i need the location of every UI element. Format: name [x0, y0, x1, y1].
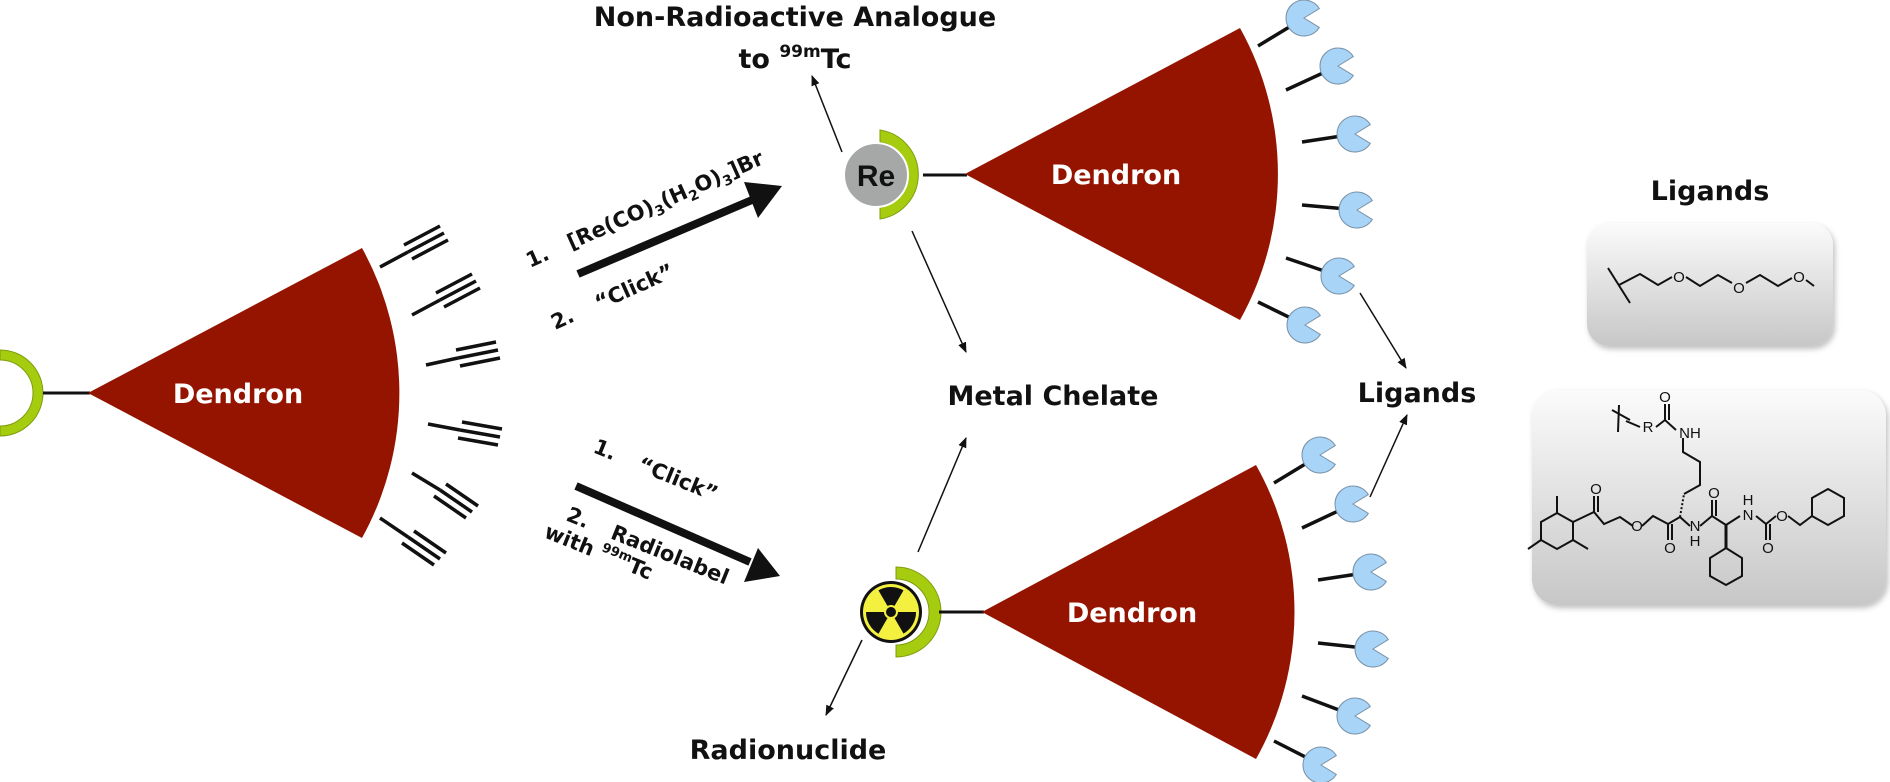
reaction-arrow-top: 1. [Re(CO)3(H2O)3]Br 2. “Click”	[522, 146, 782, 335]
ligands-label: Ligands	[1358, 378, 1477, 409]
peptide-ligand-card: O R NH O O O N H O H N O O	[1527, 389, 1886, 605]
alkyne-icon	[411, 272, 481, 317]
dendron-label-top: Dendron	[1051, 160, 1181, 191]
pointer-arrows	[811, 75, 1408, 716]
atom-o: O	[1659, 389, 1671, 406]
alkyne-icon	[427, 420, 503, 447]
ligand-pacman-icon	[1336, 697, 1372, 735]
ether-oxygen: O	[1733, 280, 1745, 297]
atom-o: O	[1708, 485, 1720, 502]
pointer-to-ligands-top	[1359, 292, 1407, 369]
re-labelled-dendron: Re Dendron	[843, 0, 1374, 344]
dendron-label-bottom: Dendron	[1067, 598, 1197, 629]
dendron-wedge-bottom	[982, 465, 1295, 759]
dendron-wedge-left	[88, 248, 400, 538]
pointer-to-ligands-bottom	[1369, 414, 1408, 498]
ligand-linker	[1301, 203, 1342, 211]
dendron-wedge-top	[965, 28, 1278, 320]
atom-o: O	[1631, 518, 1643, 535]
chelator-ring-left	[0, 349, 44, 437]
alkyne-icon	[411, 471, 479, 520]
ligand-group-bottom	[1273, 436, 1390, 782]
step1-number-bottom: 1.	[590, 434, 620, 465]
ligand-linker	[1273, 461, 1308, 485]
peg-ligand-card: O O O	[1587, 223, 1833, 346]
ligand-pacman-icon	[1336, 115, 1372, 153]
ligand-linker	[1285, 71, 1325, 92]
pointer-to-metal-chelate-bottom	[917, 437, 967, 553]
metal-chelate-label: Metal Chelate	[947, 381, 1158, 412]
radionuclide-label: Radionuclide	[690, 735, 887, 766]
ligand-pacman-icon	[1319, 47, 1355, 85]
pointer-to-metal-chelate-top	[911, 230, 967, 353]
ligand-linker	[1317, 572, 1356, 582]
atom-o: O	[1776, 508, 1788, 525]
ligand-pacman-icon	[1352, 553, 1388, 591]
non-radioactive-analogue-label: Non-Radioactive Analogue	[594, 2, 996, 33]
rhenium-metal	[843, 142, 909, 208]
ether-oxygen: O	[1673, 269, 1685, 286]
pointer-to-radionuclide	[825, 639, 863, 716]
ligand-linker	[1257, 24, 1292, 48]
ligand-pacman-icon	[1301, 436, 1337, 474]
ligand-linker	[1301, 694, 1341, 712]
atom-n: N	[1690, 518, 1701, 535]
dendron-label-left: Dendron	[173, 379, 303, 410]
atom-h: H	[1690, 533, 1701, 550]
ligand-group-top	[1257, 0, 1374, 344]
atom-o: O	[1762, 540, 1774, 557]
atom-n: N	[1743, 507, 1754, 524]
ligand-pacman-icon	[1334, 485, 1370, 523]
ligand-pacman-icon	[1338, 191, 1374, 229]
ligand-pacman-icon	[1354, 630, 1390, 668]
pointer-to-analogue	[811, 75, 843, 153]
step1-number: 1.	[522, 241, 552, 272]
ligand-pacman-icon	[1286, 306, 1322, 344]
ligand-pacman-icon	[1285, 0, 1321, 37]
ether-oxygen: O	[1793, 269, 1805, 286]
atom-h: H	[1743, 492, 1754, 509]
ligand-linker	[1273, 739, 1308, 760]
starting-dendron: Dendron	[0, 224, 503, 567]
ligand-pacman-icon	[1302, 746, 1338, 782]
reaction-arrow-bottom: 1. “Click” 2. Radiolabel with 99mTc	[541, 434, 780, 589]
ligand-linker	[1285, 256, 1325, 273]
step2-number: 2.	[547, 303, 577, 334]
radiation-icon	[860, 581, 922, 643]
peg-structure	[1607, 267, 1815, 304]
ligand-linker	[1257, 300, 1292, 320]
ligand-pacman-icon	[1320, 257, 1356, 295]
alkyne-icon	[425, 340, 501, 368]
alkyne-terminals	[379, 224, 503, 567]
ligands-panel-title: Ligands	[1651, 176, 1770, 207]
ligand-linker	[1317, 641, 1358, 650]
to-99mtc-label: to 99mTc	[738, 42, 851, 75]
alkyne-icon	[379, 516, 447, 567]
atom-o: O	[1664, 540, 1676, 557]
peptide-structure	[1527, 404, 1845, 587]
ligand-linker	[1301, 134, 1340, 144]
click-step-top: “Click”	[591, 259, 677, 315]
chelator-arc-bottom	[895, 566, 942, 658]
ligand-linker	[1301, 509, 1340, 530]
rhenium-symbol: Re	[857, 160, 895, 193]
radiolabelled-dendron: Dendron	[860, 436, 1390, 782]
atom-o: O	[1590, 481, 1602, 498]
alkyne-icon	[379, 224, 449, 269]
click-step-bottom: “Click”	[635, 452, 722, 506]
atom-r: R	[1643, 419, 1654, 436]
atom-nh: NH	[1679, 425, 1701, 442]
